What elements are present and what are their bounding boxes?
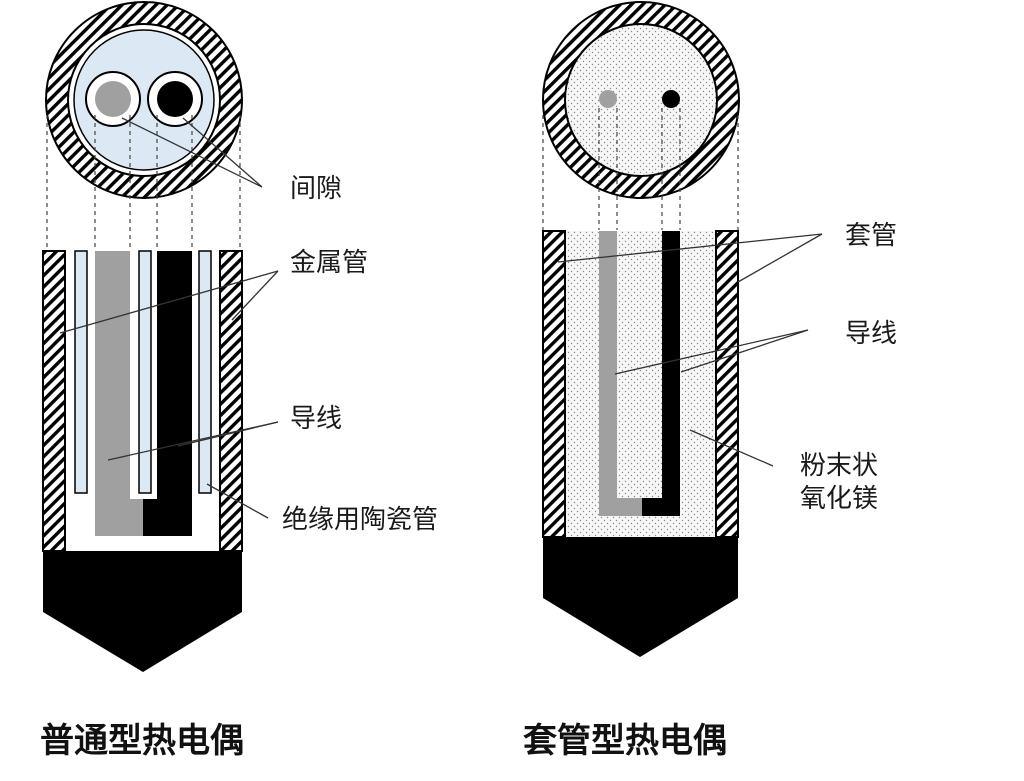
- mgo-label-line2: 氧化镁: [800, 484, 878, 514]
- gray-wire-section: [95, 81, 131, 117]
- gray-wire-dot: [599, 90, 617, 108]
- ordinary-cross-section: [45, 1, 243, 199]
- tip-cap: [43, 551, 242, 672]
- ordinary-caption: 普通型热电偶: [40, 721, 244, 761]
- sheath-black-wire: [642, 231, 680, 516]
- sheath-label: 套管: [845, 221, 897, 251]
- sheathed-leader-lines: [557, 233, 823, 467]
- ceramic-strip-middle: [138, 250, 152, 494]
- mgo-label-line1: 粉末状: [800, 451, 878, 481]
- gap-label: 间隙: [290, 174, 342, 204]
- sheathed-cross-section: [542, 1, 740, 199]
- ordinary-projection-lines: [46, 115, 241, 250]
- ceramic-strip-left: [74, 250, 88, 494]
- black-wire: [143, 251, 192, 536]
- sheath-left-wall: [542, 230, 566, 538]
- sheath-tip-cap: [543, 537, 738, 657]
- insulator-section: [73, 29, 215, 171]
- ceramic-tube-label: 绝缘用陶瓷管: [282, 505, 438, 535]
- sheathed-projection-lines: [542, 108, 739, 230]
- left-tube-wall: [42, 250, 66, 552]
- right-tube-wall: [219, 250, 243, 552]
- sheathed-thermocouple: 套管 导线 粉末状 氧化镁 套管型热电偶: [523, 1, 897, 761]
- metal-tube-label: 金属管: [290, 248, 368, 278]
- sheathed-longitudinal-section: [542, 230, 739, 657]
- sheathed-caption: 套管型热电偶: [523, 721, 727, 761]
- ordinary-longitudinal-section: [42, 250, 243, 672]
- right-wire-label: 导线: [845, 319, 897, 349]
- mgo-fill: [543, 231, 738, 537]
- black-wire-dot: [662, 90, 680, 108]
- ordinary-thermocouple: 间隙 金属管 导线 绝缘用陶瓷管 普通型热电偶: [40, 1, 438, 761]
- left-wire-label: 导线: [290, 404, 342, 434]
- mgo-section: [564, 23, 718, 177]
- sheath-right-wall: [715, 230, 739, 538]
- ceramic-strip-right: [198, 250, 212, 494]
- ordinary-leader-lines: [59, 117, 279, 519]
- black-wire-section: [157, 81, 193, 117]
